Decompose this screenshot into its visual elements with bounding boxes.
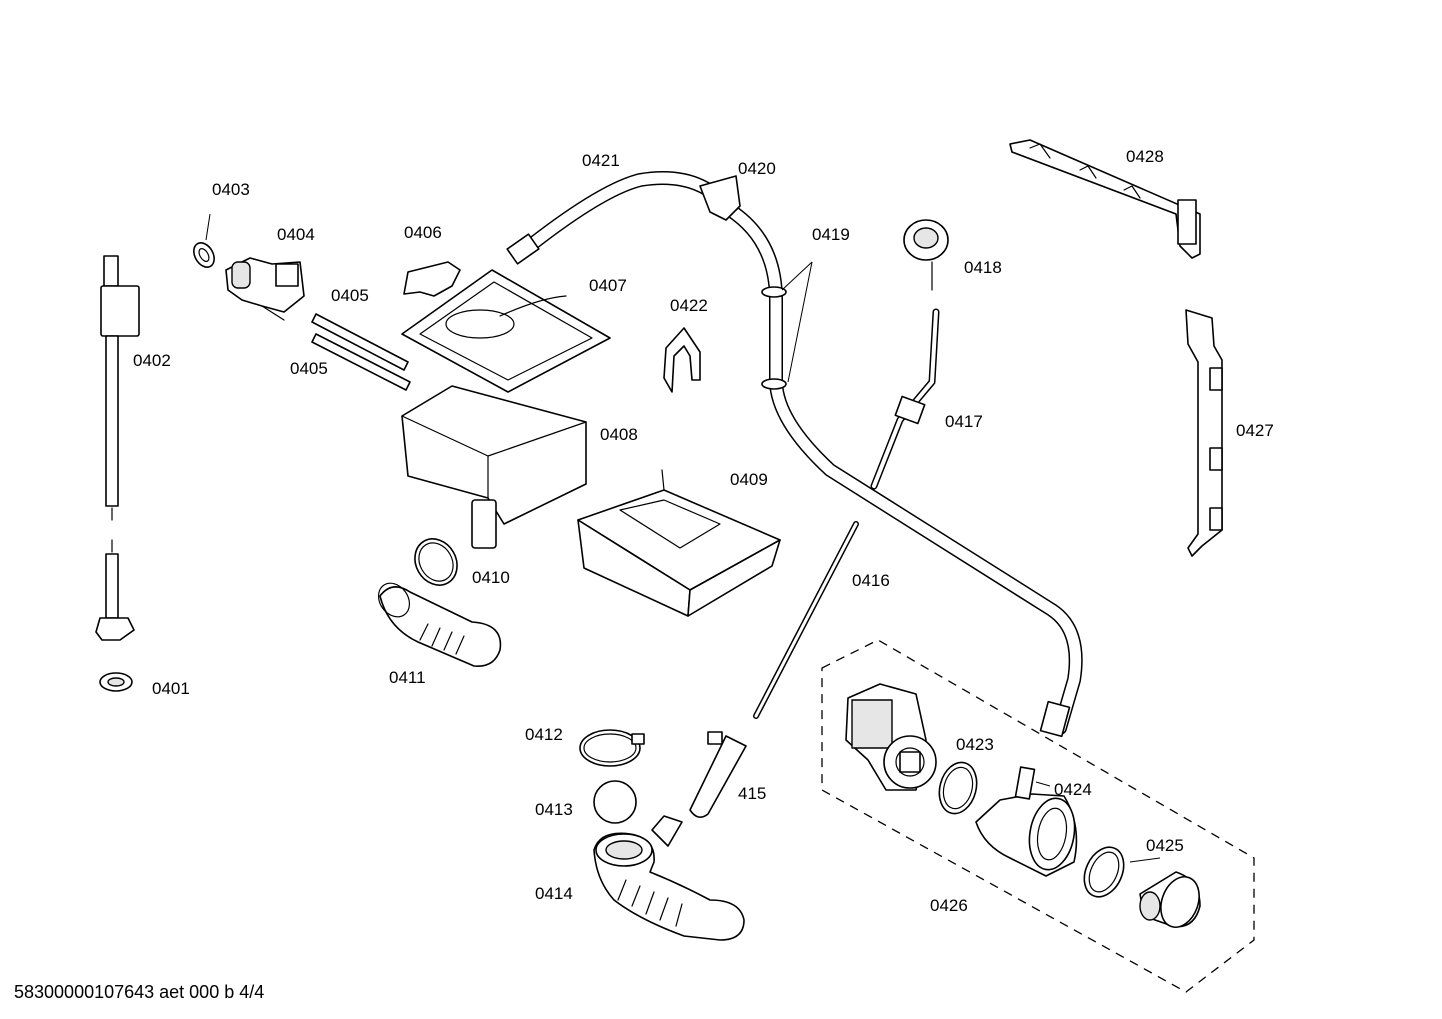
part-0402-inlet-hose (100, 255, 140, 521)
part-0416-tube (753, 521, 859, 719)
part-0413-ball (593, 780, 637, 824)
label-0401: 0401 (152, 679, 190, 698)
label-0427: 0427 (1236, 421, 1274, 440)
label-0419: 0419 (812, 225, 850, 244)
part-0402-hose-lower (95, 539, 135, 641)
part-0425-filter (1129, 857, 1201, 928)
label-0418: 0418 (964, 258, 1002, 277)
label-0424: 0424 (1054, 780, 1092, 799)
part-0405-tubes (311, 313, 411, 391)
part-0425-seal (1083, 846, 1125, 898)
label-0425: 0425 (1146, 836, 1184, 855)
label-0407: 0407 (589, 276, 627, 295)
part-0426-drain-pump (845, 683, 937, 791)
part-0401-strainer (99, 672, 133, 692)
part-0409-detergent-drawer (577, 469, 781, 617)
label-0414: 0414 (535, 884, 573, 903)
part-0411-bellows-hose (377, 582, 502, 667)
part-0422-clip (663, 327, 701, 393)
document-code: 58300000107643 aet 000 b 4/4 (14, 982, 264, 1002)
part-0417-pressure-hose (870, 308, 940, 490)
label-0428: 0428 (1126, 147, 1164, 166)
label-415: 415 (738, 784, 766, 803)
label-0421: 0421 (582, 151, 620, 170)
label-0410: 0410 (472, 568, 510, 587)
part-0404-valve (225, 257, 305, 321)
label-0423: 0423 (956, 735, 994, 754)
part-0424-pump-housing (975, 766, 1078, 877)
label-0426: 0426 (930, 896, 968, 915)
part-0412-clamp (579, 729, 645, 767)
label-0405-lower: 0405 (290, 359, 328, 378)
part-0410-ring (414, 538, 458, 586)
label-0422: 0422 (670, 296, 708, 315)
part-0414-sump-hose (593, 815, 745, 941)
label-0417: 0417 (945, 412, 983, 431)
part-0427-side-rail (1185, 309, 1223, 557)
part-0428-rail (1009, 139, 1201, 259)
part-0407-dispenser-lid (401, 269, 611, 393)
label-0411: 0411 (389, 668, 426, 687)
label-0405-upper: 0405 (331, 286, 369, 305)
label-0412: 0412 (525, 725, 563, 744)
label-0408: 0408 (600, 425, 638, 444)
label-0406: 0406 (404, 223, 442, 242)
part-415-cap (689, 731, 747, 818)
label-0413: 0413 (535, 800, 573, 819)
label-0402: 0402 (133, 351, 171, 370)
label-0416: 0416 (852, 571, 890, 590)
label-0409: 0409 (730, 470, 768, 489)
part-0403-seal (193, 213, 215, 268)
label-0403: 0403 (212, 180, 250, 199)
label-0420: 0420 (738, 159, 776, 178)
part-0421-0419-0416-hose (506, 171, 1083, 738)
part-labels: 0401 0402 0403 0404 0405 0405 0406 0407 … (133, 147, 1274, 915)
part-0408-dispenser-housing (401, 385, 587, 549)
part-0423-ring (938, 761, 978, 815)
part-0406-bracket (403, 261, 461, 297)
part-0418-pressure-switch (903, 219, 949, 291)
label-0404: 0404 (277, 225, 315, 244)
part-0426-pump-group-outline (821, 639, 1255, 993)
